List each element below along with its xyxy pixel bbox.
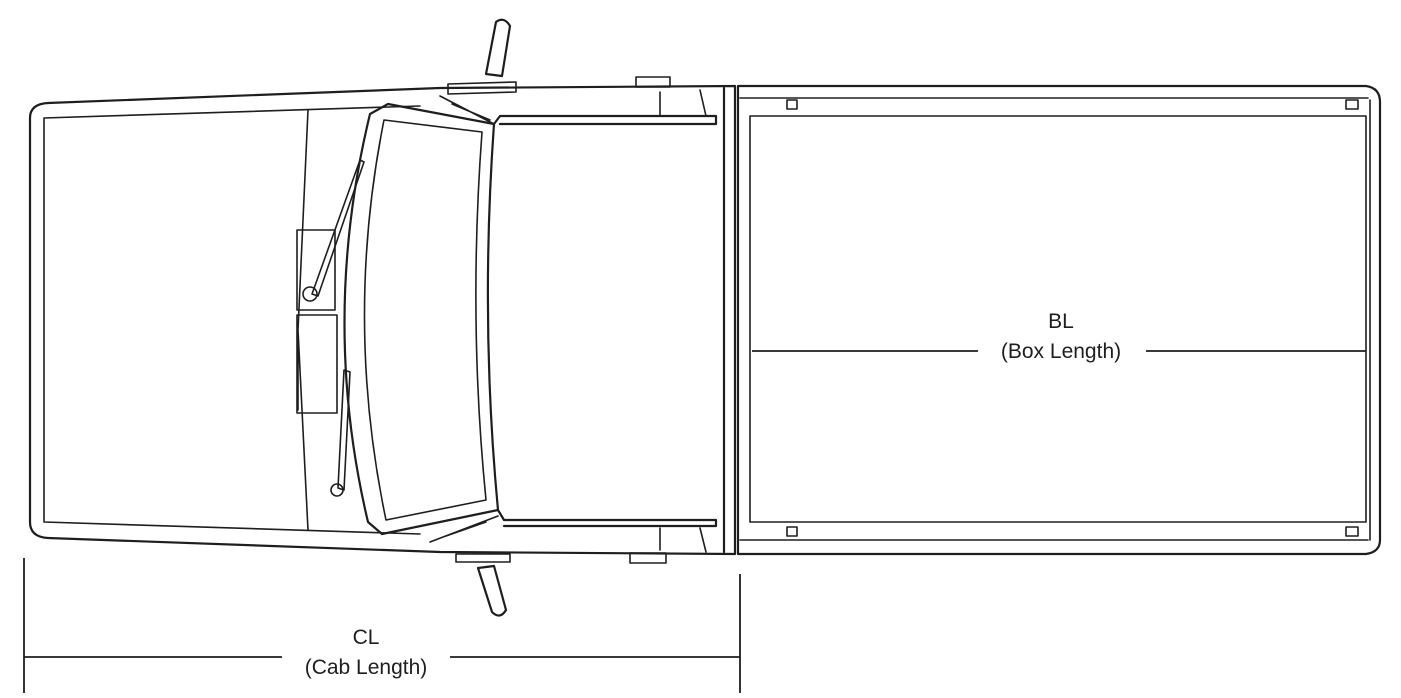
stake-pocket — [1345, 99, 1359, 110]
box-length-abbr: BL — [1048, 310, 1074, 333]
cab-length-abbr: CL — [353, 626, 380, 649]
cab-outline — [28, 84, 737, 556]
cargo-box — [736, 84, 1382, 556]
cab-roof-rear — [496, 508, 718, 528]
cowl-vent-lower — [296, 314, 338, 414]
stake-pocket — [1345, 526, 1359, 537]
cab-tab-bottom — [629, 552, 667, 564]
box-length-label: (Box Length) — [1001, 340, 1121, 363]
box-floor — [749, 115, 1367, 523]
wiper-lower — [337, 369, 351, 491]
stake-pocket — [786, 526, 798, 537]
cab-length-label: (Cab Length) — [305, 656, 428, 679]
stake-pocket — [786, 99, 798, 110]
cab-roof-front — [492, 114, 718, 126]
a-pillar-bottom — [429, 515, 499, 543]
cab-inner-outline — [43, 105, 421, 535]
door-pillar — [659, 89, 707, 553]
side-mirrors — [447, 18, 517, 617]
box-outline — [736, 84, 1382, 556]
truck-cab — [28, 76, 737, 564]
cab-tab-top — [635, 76, 671, 88]
box-rail-lines — [739, 97, 1371, 541]
a-pillar-top — [439, 95, 495, 125]
wiper-pivot-lower — [330, 483, 344, 497]
windshield-glass — [363, 119, 487, 521]
mirror-bottom-arm — [455, 553, 511, 563]
cowl-vent-upper — [296, 229, 336, 311]
cab-length-dimension: CL (Cab Length) — [23, 558, 741, 693]
windshield-frame — [343, 102, 500, 536]
wiper-pivot-upper — [302, 286, 318, 302]
mirror-top-arm — [447, 81, 517, 95]
cowl-panel — [297, 109, 309, 531]
wiper-upper — [311, 159, 365, 297]
mirror-top — [484, 18, 512, 78]
box-length-dimension: BL (Box Length) — [752, 310, 1366, 363]
mirror-bottom — [476, 564, 508, 617]
